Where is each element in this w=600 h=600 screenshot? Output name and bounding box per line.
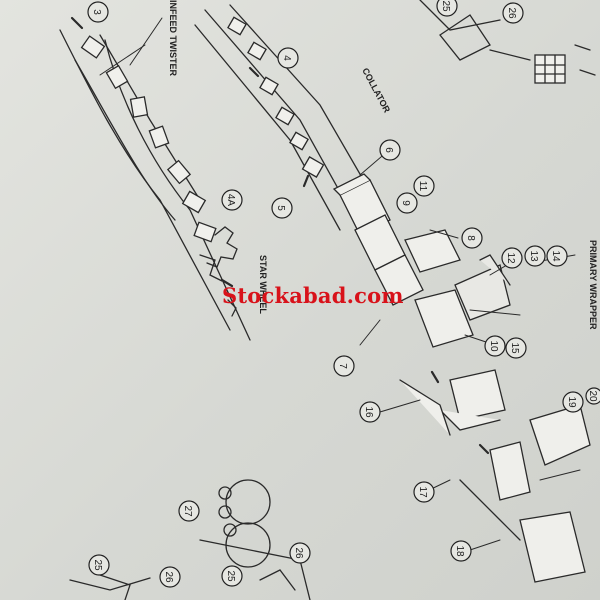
callout-16: 16 — [363, 406, 374, 418]
callout-3: 3 — [91, 9, 102, 15]
callout-26-top: 26 — [506, 7, 517, 19]
callout-25-bottom: 25 — [225, 570, 236, 582]
film-rollers — [199, 479, 311, 600]
callout-20: 20 — [587, 390, 598, 402]
callout-15: 15 — [509, 342, 520, 354]
callout-8: 8 — [465, 235, 476, 241]
flow-arrows — [70, 16, 490, 455]
callout-5: 5 — [275, 205, 286, 211]
callout-14: 14 — [550, 250, 561, 262]
callout-11: 11 — [417, 181, 428, 192]
product-boxes-twister — [80, 35, 217, 243]
callout-26-bottom-left: 26 — [163, 571, 174, 583]
callout-12: 12 — [505, 252, 516, 264]
primary-wrapper-film — [454, 254, 511, 321]
callout-25-bottom-left: 25 — [92, 559, 103, 571]
bottom-left-machine — [69, 574, 151, 600]
callout-10: 10 — [488, 340, 499, 352]
callout-25-top: 25 — [440, 0, 451, 12]
callout-27: 27 — [182, 505, 193, 517]
watermark: Stockabad.com — [222, 283, 404, 308]
label-primary-wrapper: PRIMARY WRAPPER — [588, 240, 598, 330]
label-star-wheel: STAR WHEEL — [258, 255, 268, 314]
label-infeed-twister: INFEED TWISTER — [168, 0, 178, 76]
wrap-section — [399, 369, 591, 583]
feed-conveyor — [194, 4, 381, 271]
product-boxes-feed — [227, 16, 325, 178]
callout-17: 17 — [417, 486, 428, 498]
callout-26-bottom: 26 — [293, 547, 304, 559]
callout-7: 7 — [337, 363, 348, 369]
callout-19: 19 — [566, 396, 577, 408]
callout-18: 18 — [454, 545, 465, 557]
callout-markers — [87, 0, 600, 588]
callout-4a: 4A — [225, 194, 236, 207]
label-collator: COLLATOR — [360, 66, 392, 115]
callout-9: 9 — [400, 200, 411, 206]
callout-13: 13 — [528, 250, 539, 262]
collator-stacks — [332, 173, 474, 348]
callout-4: 4 — [281, 55, 292, 61]
star-wheel — [199, 226, 238, 317]
top-right-machine — [419, 0, 596, 84]
callout-6: 6 — [383, 147, 394, 153]
